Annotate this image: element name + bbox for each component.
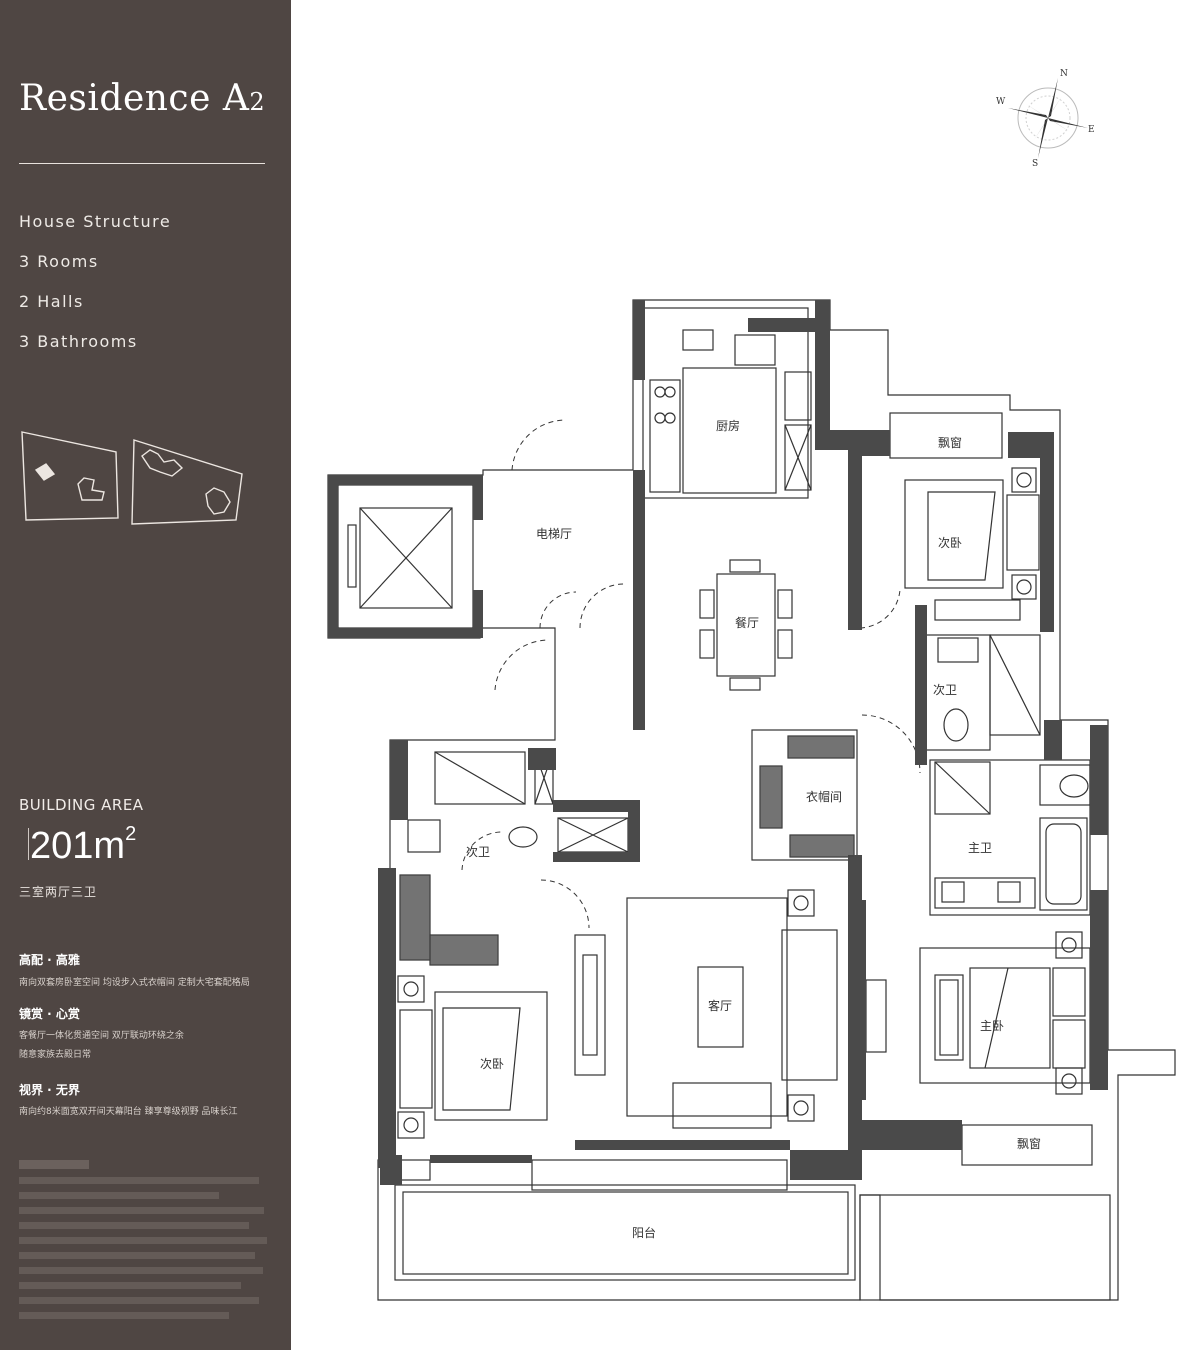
notes-line [19, 1237, 267, 1244]
label-kitchen: 厨房 [716, 418, 740, 433]
floor-plan: N E S W [327, 69, 1176, 1301]
compass-w: W [996, 97, 1006, 107]
notes-line [19, 1192, 219, 1199]
notes-line [19, 1207, 264, 1214]
label-master-bedroom: 主卧 [980, 1019, 1004, 1033]
compass-s: S [1032, 159, 1038, 169]
area-number: 201m [30, 825, 126, 867]
walls [328, 300, 1108, 1185]
notes-line [19, 1297, 259, 1304]
label-dining: 餐厅 [735, 615, 759, 630]
feature-title-2: 镜赏 · 心赏 [19, 1007, 80, 1021]
notes-line [19, 1177, 259, 1184]
building-area-label: BUILDING AREA [19, 796, 144, 814]
label-balcony: 阳台 [632, 1225, 656, 1240]
residence-title-suffix: 2 [249, 88, 266, 116]
notes-line [19, 1160, 89, 1169]
feature-text-3: 南向约8米面宽双开间天幕阳台 臻享尊级视野 品味长江 [19, 1107, 238, 1117]
building-area-value: 201m2 [30, 823, 136, 868]
door-swings [461, 419, 921, 929]
label-bedroom-2: 次卧 [938, 536, 962, 550]
compass-e: E [1088, 125, 1095, 135]
structure-halls: 2 Halls [19, 292, 84, 311]
layout-type: 三室两厅三卫 [19, 885, 98, 899]
title-divider [19, 163, 265, 164]
label-bay-window-bottom: 飘窗 [1017, 1137, 1041, 1151]
label-elevator-hall: 电梯厅 [536, 527, 572, 541]
label-living: 客厅 [708, 998, 732, 1013]
location-key-plan-icon [21, 431, 243, 525]
info-sidebar: Residence A2 House Structure 3 Rooms 2 H… [0, 0, 291, 1350]
plan-outline [327, 299, 1176, 1301]
feature-title-3: 视界 · 无界 [19, 1083, 80, 1097]
notes-line [19, 1282, 241, 1289]
label-bedroom-3: 次卧 [480, 1057, 504, 1071]
room-labels: 厨房 电梯厅 餐厅 飘窗 次卧 次卫 衣帽间 主卫 次卫 客厅 次卧 主卧 飘窗… [466, 418, 1041, 1240]
label-master-bath: 主卫 [968, 841, 992, 855]
area-marker [19, 828, 29, 860]
fine-print-notes [19, 1160, 274, 1327]
residence-title-text: Residence A [19, 78, 250, 119]
notes-line [19, 1222, 249, 1229]
feature-text-2: 客餐厅一体化贯通空间 双厅联动环绕之余 [19, 1031, 184, 1041]
notes-line [19, 1312, 229, 1319]
structure-heading: House Structure [19, 212, 172, 231]
compass-n: N [1060, 69, 1068, 79]
feature-text-1: 南向双套房卧室空间 均设步入式衣帽间 定制大宅套配格局 [19, 978, 250, 988]
area-superscript: 2 [125, 823, 137, 845]
compass-icon: N E S W [996, 69, 1095, 169]
notes-line [19, 1267, 263, 1274]
structure-bathrooms: 3 Bathrooms [19, 332, 138, 351]
label-bath-3: 次卫 [466, 845, 490, 859]
notes-line [19, 1252, 255, 1259]
label-closet: 衣帽间 [806, 789, 842, 804]
label-bath-2: 次卫 [933, 683, 957, 697]
feature-text-2b: 随意家族去殿日常 [19, 1050, 92, 1060]
label-bay-window-top: 飘窗 [938, 436, 962, 450]
residence-title: Residence A2 [19, 78, 265, 119]
wardrobe-hatching [400, 736, 854, 965]
feature-title-1: 高配 · 高雅 [19, 953, 80, 967]
structure-rooms: 3 Rooms [19, 252, 99, 271]
